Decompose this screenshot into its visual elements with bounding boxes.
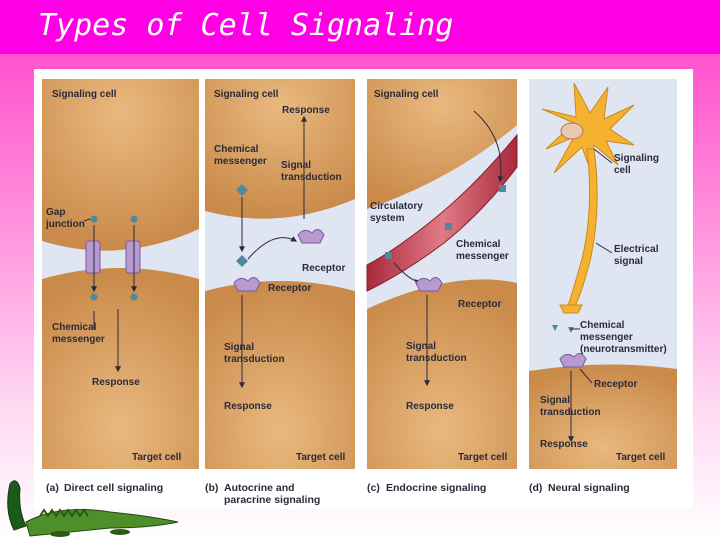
caption-b-line-1: Autocrine and [224,482,295,494]
caption-b-letter: (b) [205,482,218,494]
neuron-nucleus [560,122,584,140]
messenger-icon [236,255,248,267]
captions: (a) Direct cell signaling (b) Autocrine … [46,482,630,506]
messenger-icon [385,252,392,259]
caption-a-letter: (a) [46,482,59,494]
panel-b: Signaling cell Response Chemical messeng… [205,79,355,469]
panel-b-target-cell [205,281,355,469]
panel-d-response-label: Response [540,439,588,450]
messenger-icon [499,185,506,192]
panel-d-transduction-label-2: transduction [540,407,601,418]
electrical-signal-label-2: signal [614,256,643,267]
panel-b-transduction-label-1: Signal [224,342,254,353]
circulatory-vessel [366,133,518,292]
slide-title: Types of Cell Signaling [38,8,454,43]
messenger-icon [90,293,98,301]
gap-junction-icon [85,240,141,274]
panel-b-transduction-top-label-2: transduction [281,172,342,183]
panel-b-target-cell-label: Target cell [296,452,345,463]
panel-d-target-cell [529,364,677,469]
panel-c-signaling-cell-label: Signaling cell [374,89,439,100]
caption-a: Direct cell signaling [64,482,163,494]
panel-a-response-label: Response [92,377,140,388]
gap-junction-label-1: Gap [46,207,65,218]
gap-junction-label-2: junction [45,219,85,230]
panel-b-response-label: Response [224,401,272,412]
panel-b-transduction-top-label-1: Signal [281,160,311,171]
caption-c: Endocrine signaling [386,482,486,494]
panel-a-target-cell-label: Target cell [132,452,181,463]
electrical-signal-label-1: Electrical [614,244,659,255]
panel-d: Signaling cell Electrical signal Chemica… [529,79,677,469]
crocodile-logo [7,480,179,537]
panel-d-signaling-cell-label-2: cell [614,165,631,176]
panel-d-messenger-label-2: messenger [580,332,633,343]
cell-signaling-diagram: Signaling cell Gap junction Chemical mes… [42,79,677,506]
receptor-icon [415,277,443,292]
panel-a-messenger-label-1: Chemical [52,322,97,333]
caption-d-letter: (d) [529,482,542,494]
caption-d: Neural signaling [548,482,630,494]
messenger-icon [130,215,138,223]
panel-b-transduction-label-2: transduction [224,354,285,365]
panel-c-response-label: Response [406,401,454,412]
panel-c-receptor-label: Receptor [458,299,501,310]
messenger-icon [130,293,138,301]
panel-a: Signaling cell Gap junction Chemical mes… [42,79,199,469]
panel-d-receptor-label: Receptor [594,379,637,390]
panel-a-target-cell [42,268,199,469]
panel-b-receptor-top-label: Receptor [302,263,345,274]
panel-d-messenger-label-3: (neurotransmitter) [580,344,667,355]
panel-c-messenger-label-2: messenger [456,251,509,262]
receptor-icon [297,229,325,244]
panel-b-receptor-bottom-label: Receptor [268,283,311,294]
panel-b-signaling-cell-label: Signaling cell [214,89,279,100]
panel-b-messenger-label-1: Chemical [214,144,259,155]
panel-c-target-cell-label: Target cell [458,452,507,463]
panel-a-messenger-label-2: messenger [52,334,105,345]
circulatory-label-2: system [370,213,405,224]
receptor-icon [233,277,261,292]
caption-c-letter: (c) [367,482,380,494]
panel-c-transduction-label-1: Signal [406,341,436,352]
panel-a-signaling-cell [42,79,199,251]
messenger-icon [236,184,248,196]
panel-c-signaling-cell [367,79,517,209]
messenger-icon [552,325,558,331]
panel-b-response-top-label: Response [282,105,330,116]
panel-a-signaling-cell-label: Signaling cell [52,89,117,100]
panel-c-transduction-label-2: transduction [406,353,467,364]
panel-c-messenger-label-1: Chemical [456,239,501,250]
circulatory-label-1: Circulatory [370,201,423,212]
messenger-icon [445,223,452,230]
panel-c-target-cell [367,279,517,469]
panel-d-messenger-label-1: Chemical [580,320,625,331]
panel-b-signaling-cell [205,79,355,219]
caption-b-line-2: paracrine signaling [224,494,320,506]
panel-d-target-cell-label: Target cell [616,452,665,463]
panel-c: Signaling cell Circulatory system Chemic… [366,79,518,469]
panel-d-signaling-cell-label-1: Signaling [614,153,659,164]
cell-signaling-figure: Signaling cell Gap junction Chemical mes… [34,69,693,509]
receptor-icon [559,353,587,368]
title-bar: Types of Cell Signaling [0,0,720,54]
panel-b-messenger-label-2: messenger [214,156,267,167]
messenger-icon [90,215,98,223]
panel-d-transduction-label-1: Signal [540,395,570,406]
